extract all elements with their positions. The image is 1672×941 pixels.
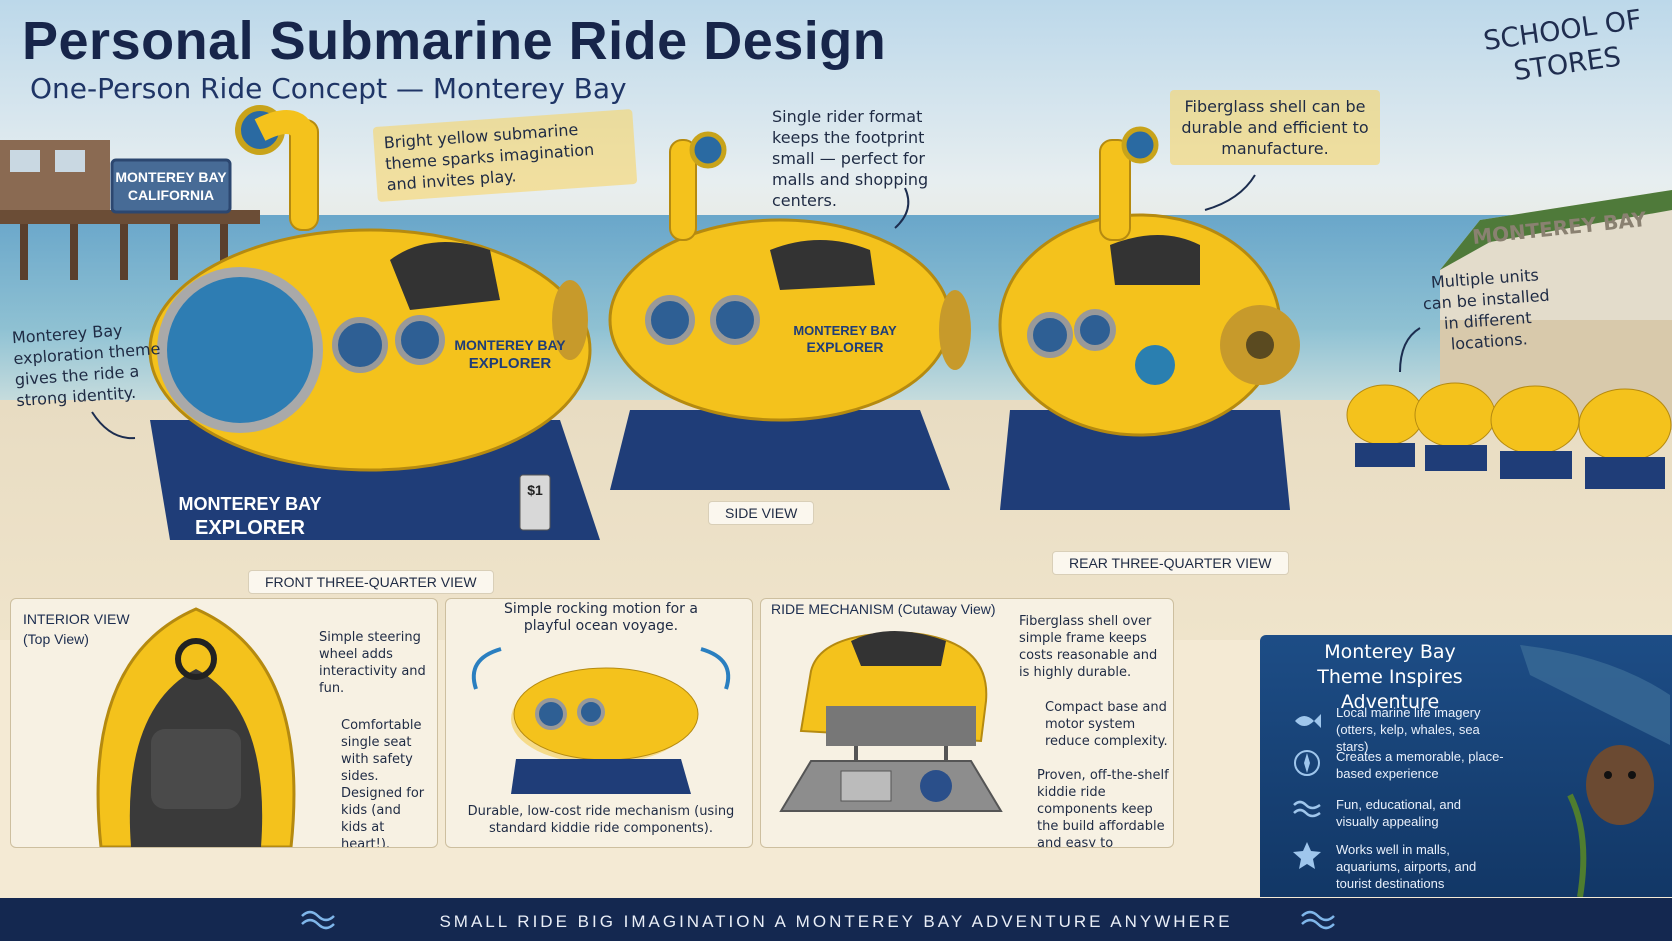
rocking-submarine-illustration [471, 647, 731, 794]
whale-otter-illustration [1520, 645, 1670, 897]
steering-wheel-icon [175, 638, 217, 680]
footer-bar [0, 898, 1672, 941]
mechanism-heading: RIDE MECHANISM (Cutaway View) [771, 601, 996, 617]
compass-icon [1294, 750, 1320, 776]
label-side-view: SIDE VIEW [708, 501, 815, 525]
cutaway-illustration [779, 631, 1003, 812]
callout-fiberglass: Fiberglass shell can be durable and effi… [1170, 90, 1380, 165]
footer-tagline: SMALL RIDE BIG IMAGINATION A MONTEREY BA… [439, 912, 1233, 931]
label-rear-view: REAR THREE-QUARTER VIEW [1052, 551, 1289, 575]
ride-mechanism-panel: RIDE MECHANISM (Cutaway View) Fiberglass… [760, 598, 1174, 848]
base-decal-line1: MONTEREY BAY [178, 494, 321, 514]
motion-heading: Simple rocking motion for a playful ocea… [504, 601, 698, 634]
interior-subheading: (Top View) [23, 631, 89, 647]
base-decal-line2: EXPLORER [195, 517, 306, 539]
interior-steering-note: Simple steering wheel adds interactivity… [319, 630, 426, 696]
multiple-units-illustration [1346, 382, 1672, 489]
side-hull-decal-line1: MONTEREY BAY [793, 323, 897, 338]
motion-footer: Durable, low-cost ride mechanism (using … [467, 804, 735, 836]
footer-wave-left-icon [301, 910, 335, 930]
fish-icon [1295, 714, 1321, 728]
theme-info-panel [1260, 635, 1672, 897]
callout-multiple-units: Multiple units can be installed in diffe… [1422, 265, 1551, 354]
mechanism-components-note: Proven, off-the-shelf kiddie ride compon… [1037, 768, 1169, 848]
mechanism-shell-note: Fiberglass shell over simple frame keeps… [1019, 614, 1158, 680]
callout-exploration-theme: Monterey Bay exploration theme gives the… [11, 320, 161, 411]
info-item-3: Fun, educational, and visually appealing [1336, 797, 1462, 829]
rock-arrow-right-icon [700, 647, 731, 690]
pier-sign-line1: MONTEREY BAY [115, 169, 227, 185]
side-hull-decal-line2: EXPLORER [806, 339, 883, 355]
interior-view-panel: INTERIOR VIEW (Top View) Simple steering… [10, 598, 438, 848]
callout-single-rider: Single rider format keeps the footprint … [772, 107, 929, 210]
rear-view-submarine [998, 126, 1300, 510]
footer-wave-right-icon [1301, 910, 1335, 930]
cliff-illustration: MONTEREY BAY [1440, 190, 1672, 430]
motor-icon [920, 770, 952, 802]
rock-arrow-left-icon [471, 647, 502, 690]
info-item-4: Works well in malls, aquariums, airports… [1336, 842, 1477, 891]
rocking-motion-panel: Simple rocking motion for a playful ocea… [445, 598, 753, 848]
info-item-2: Creates a memorable, place-based experie… [1336, 749, 1504, 781]
star-icon [1293, 842, 1321, 869]
hull-decal-line2: EXPLORER [469, 355, 552, 372]
hull-decal-line1: MONTEREY BAY [454, 337, 566, 353]
page-title: Personal Submarine Ride Design [22, 11, 887, 71]
side-view-submarine: MONTEREY BAY EXPLORER [608, 131, 971, 490]
pier-sign-line2: CALIFORNIA [128, 187, 214, 203]
info-item-1: Local marine life imagery (otters, kelp,… [1336, 705, 1481, 754]
mechanism-base-note: Compact base and motor system reduce com… [1045, 700, 1168, 749]
interior-seat-illustration [96, 607, 296, 847]
octopus-icon [1135, 345, 1175, 385]
interior-seat-note: Comfortable single seat with safety side… [341, 718, 425, 848]
info-panel-title: Monterey Bay Theme Inspires Adventure [1317, 641, 1463, 713]
waves-icon [1293, 800, 1321, 818]
front-view-submarine: $1 MONTEREY BAY EXPLORER MONTEREY BAY EX… [148, 105, 600, 540]
page-subtitle: One-Person Ride Concept — Monterey Bay [30, 72, 627, 105]
pier-illustration: MONTEREY BAY CALIFORNIA [0, 140, 260, 280]
interior-heading: INTERIOR VIEW [23, 611, 130, 627]
label-front-view: FRONT THREE-QUARTER VIEW [248, 570, 494, 594]
coin-slot-label: $1 [527, 482, 543, 498]
